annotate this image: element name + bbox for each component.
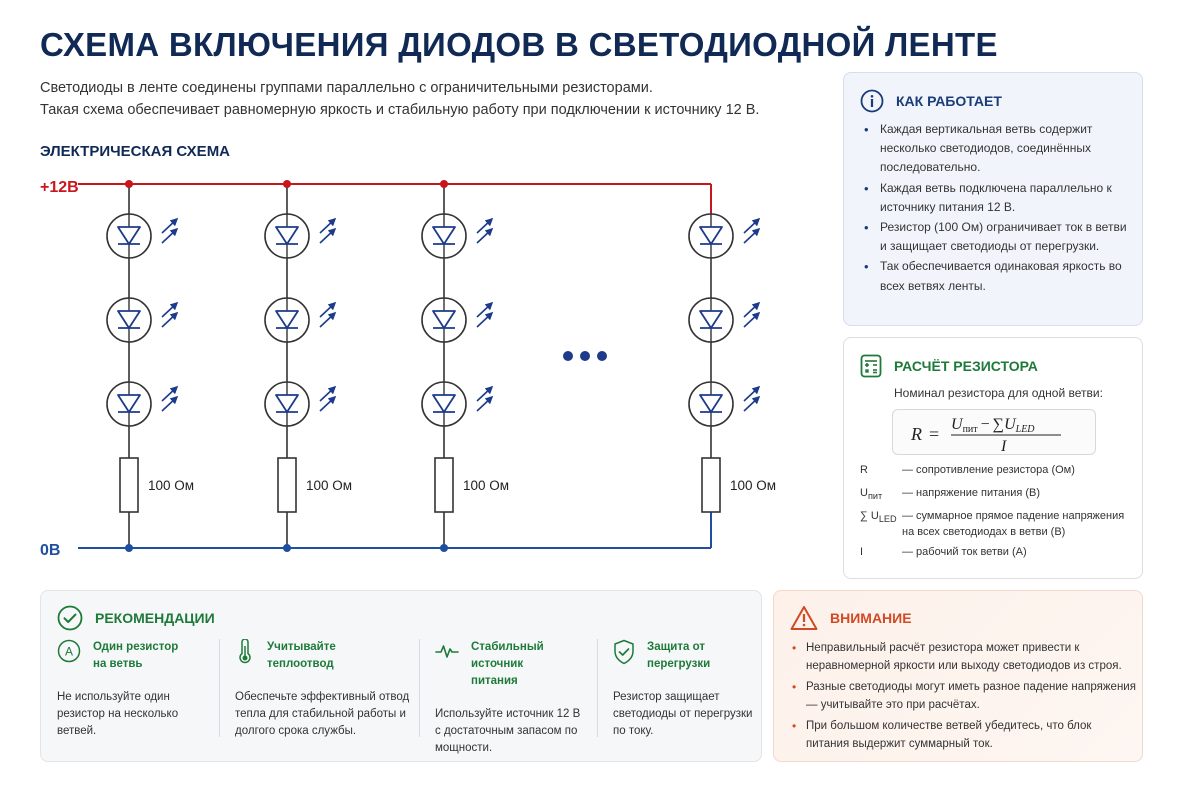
divider <box>597 639 598 737</box>
resistor-label: 100 Ом <box>463 478 509 493</box>
calc-title: РАСЧЁТ РЕЗИСТОРА <box>894 358 1038 374</box>
recommendations-card: РЕКОМЕНДАЦИИ A Один резистор на ветвь Не… <box>40 590 762 762</box>
led-symbol <box>264 381 337 427</box>
formula-eq: = <box>929 424 939 444</box>
led-branch: 100 Ом <box>264 180 352 552</box>
warning-card: ВНИМАНИЕ Неправильный расчёт резистора м… <box>773 590 1143 762</box>
resistor-symbol <box>119 457 139 513</box>
legend-row: R— сопротивление резистора (Ом) <box>860 464 1075 476</box>
intro-line-2: Такая схема обеспечивает равномерную ярк… <box>40 102 760 118</box>
legend-row: ∑ ULED— суммарное прямое падение напряже… <box>860 510 1125 539</box>
page-title: СХЕМА ВКЛЮЧЕНИЯ ДИОДОВ В СВЕТОДИОДНОЙ ЛЕ… <box>40 26 998 63</box>
divider <box>419 639 420 737</box>
warning-list: Неправильный расчёт резистора может прив… <box>792 639 1137 756</box>
resistor-formula: R = Uпит−∑ULED I <box>892 409 1096 455</box>
resistor-label: 100 Ом <box>306 478 352 493</box>
calculator-icon <box>860 354 882 378</box>
led-symbol <box>421 381 494 427</box>
warning-item: Неправильный расчёт резистора может прив… <box>792 639 1137 675</box>
led-symbol <box>264 213 337 259</box>
formula-numerator: Uпит−∑ULED <box>951 416 1035 435</box>
led-branch: 100 Ом <box>421 180 509 552</box>
pulse-icon <box>435 645 459 658</box>
how-item: Резистор (100 Ом) ограничивает ток в вет… <box>862 218 1132 256</box>
ellipsis-dots <box>563 351 607 361</box>
rec-item-heat: Учитывайте теплоотвод Обеспечьте эффекти… <box>235 639 410 737</box>
intro-text: Светодиоды в ленте соединены группами па… <box>40 77 820 121</box>
divider <box>219 639 220 737</box>
check-circle-icon <box>57 605 83 631</box>
how-title: КАК РАБОТАЕТ <box>896 93 1002 109</box>
resistor-calc-card: РАСЧЁТ РЕЗИСТОРА Номинал резистора для о… <box>843 337 1143 579</box>
warning-item: При большом количестве ветвей убедитесь,… <box>792 717 1137 753</box>
rec-item-protection: Защита от перегрузки Резистор защищает с… <box>613 639 753 737</box>
led-symbol <box>421 297 494 343</box>
shield-check-icon <box>614 639 634 665</box>
formula-legend: R— сопротивление резистора (Ом) Uпит— на… <box>860 462 1132 568</box>
led-symbol <box>264 297 337 343</box>
calc-subtitle: Номинал резистора для одной ветви: <box>894 386 1103 400</box>
junction-dot <box>125 544 133 552</box>
led-symbol <box>688 213 761 259</box>
formula-lhs: R <box>910 424 922 444</box>
led-symbol <box>688 297 761 343</box>
legend-row: I— рабочий ток ветви (А) <box>860 546 1027 559</box>
thermometer-icon <box>239 639 251 664</box>
led-symbol <box>688 381 761 427</box>
formula-denominator: I <box>1000 438 1007 455</box>
warning-title: ВНИМАНИЕ <box>830 610 912 626</box>
warning-item: Разные светодиоды могут иметь разное пад… <box>792 678 1137 714</box>
svg-text:A: A <box>65 645 73 659</box>
resistor-symbol <box>434 457 454 513</box>
rail-positive-label: +12В <box>40 179 79 196</box>
how-item: Каждая вертикальная ветвь содержит неско… <box>862 120 1132 178</box>
info-icon <box>860 89 884 113</box>
led-symbol <box>421 213 494 259</box>
led-branch: 100 Ом <box>688 213 776 513</box>
legend-row: Uпит— напряжение питания (В) <box>860 487 1041 502</box>
resistor-symbol <box>701 457 721 513</box>
warning-triangle-icon <box>790 606 818 630</box>
resistor-label: 100 Ом <box>148 478 194 493</box>
how-list: Каждая вертикальная ветвь содержит неско… <box>862 120 1132 297</box>
how-item: Так обеспечивается одинаковая яркость во… <box>862 257 1132 295</box>
led-symbol <box>106 381 179 427</box>
schematic-section-title: ЭЛЕКТРИЧЕСКАЯ СХЕМА <box>40 143 231 160</box>
letter-a-icon: A <box>57 639 81 663</box>
how-it-works-card: КАК РАБОТАЕТ Каждая вертикальная ветвь с… <box>843 72 1143 326</box>
resistor-symbol <box>277 457 297 513</box>
branches-group: 100 Ом 100 Ом 100 Ом 100 Ом <box>106 180 776 552</box>
junction-dot <box>283 180 291 188</box>
led-branch: 100 Ом <box>106 180 194 552</box>
circuit-schematic: +12В 0В 100 Ом 100 Ом 100 Ом 100 Ом <box>40 179 776 559</box>
rec-item-power: Стабильный источник питания Используйте … <box>435 641 581 754</box>
intro-line-1: Светодиоды в ленте соединены группами па… <box>40 80 653 96</box>
junction-dot <box>283 544 291 552</box>
junction-dot <box>440 544 448 552</box>
led-symbol <box>106 213 179 259</box>
how-item: Каждая ветвь подключена параллельно к ис… <box>862 179 1132 217</box>
rail-ground-label: 0В <box>40 542 60 559</box>
recommendations-title: РЕКОМЕНДАЦИИ <box>95 610 215 626</box>
junction-dot <box>125 180 133 188</box>
rec-item-one-resistor: A Один резистор на ветвь Не используйте … <box>57 639 179 737</box>
junction-dot <box>440 180 448 188</box>
resistor-label: 100 Ом <box>730 478 776 493</box>
led-symbol <box>106 297 179 343</box>
